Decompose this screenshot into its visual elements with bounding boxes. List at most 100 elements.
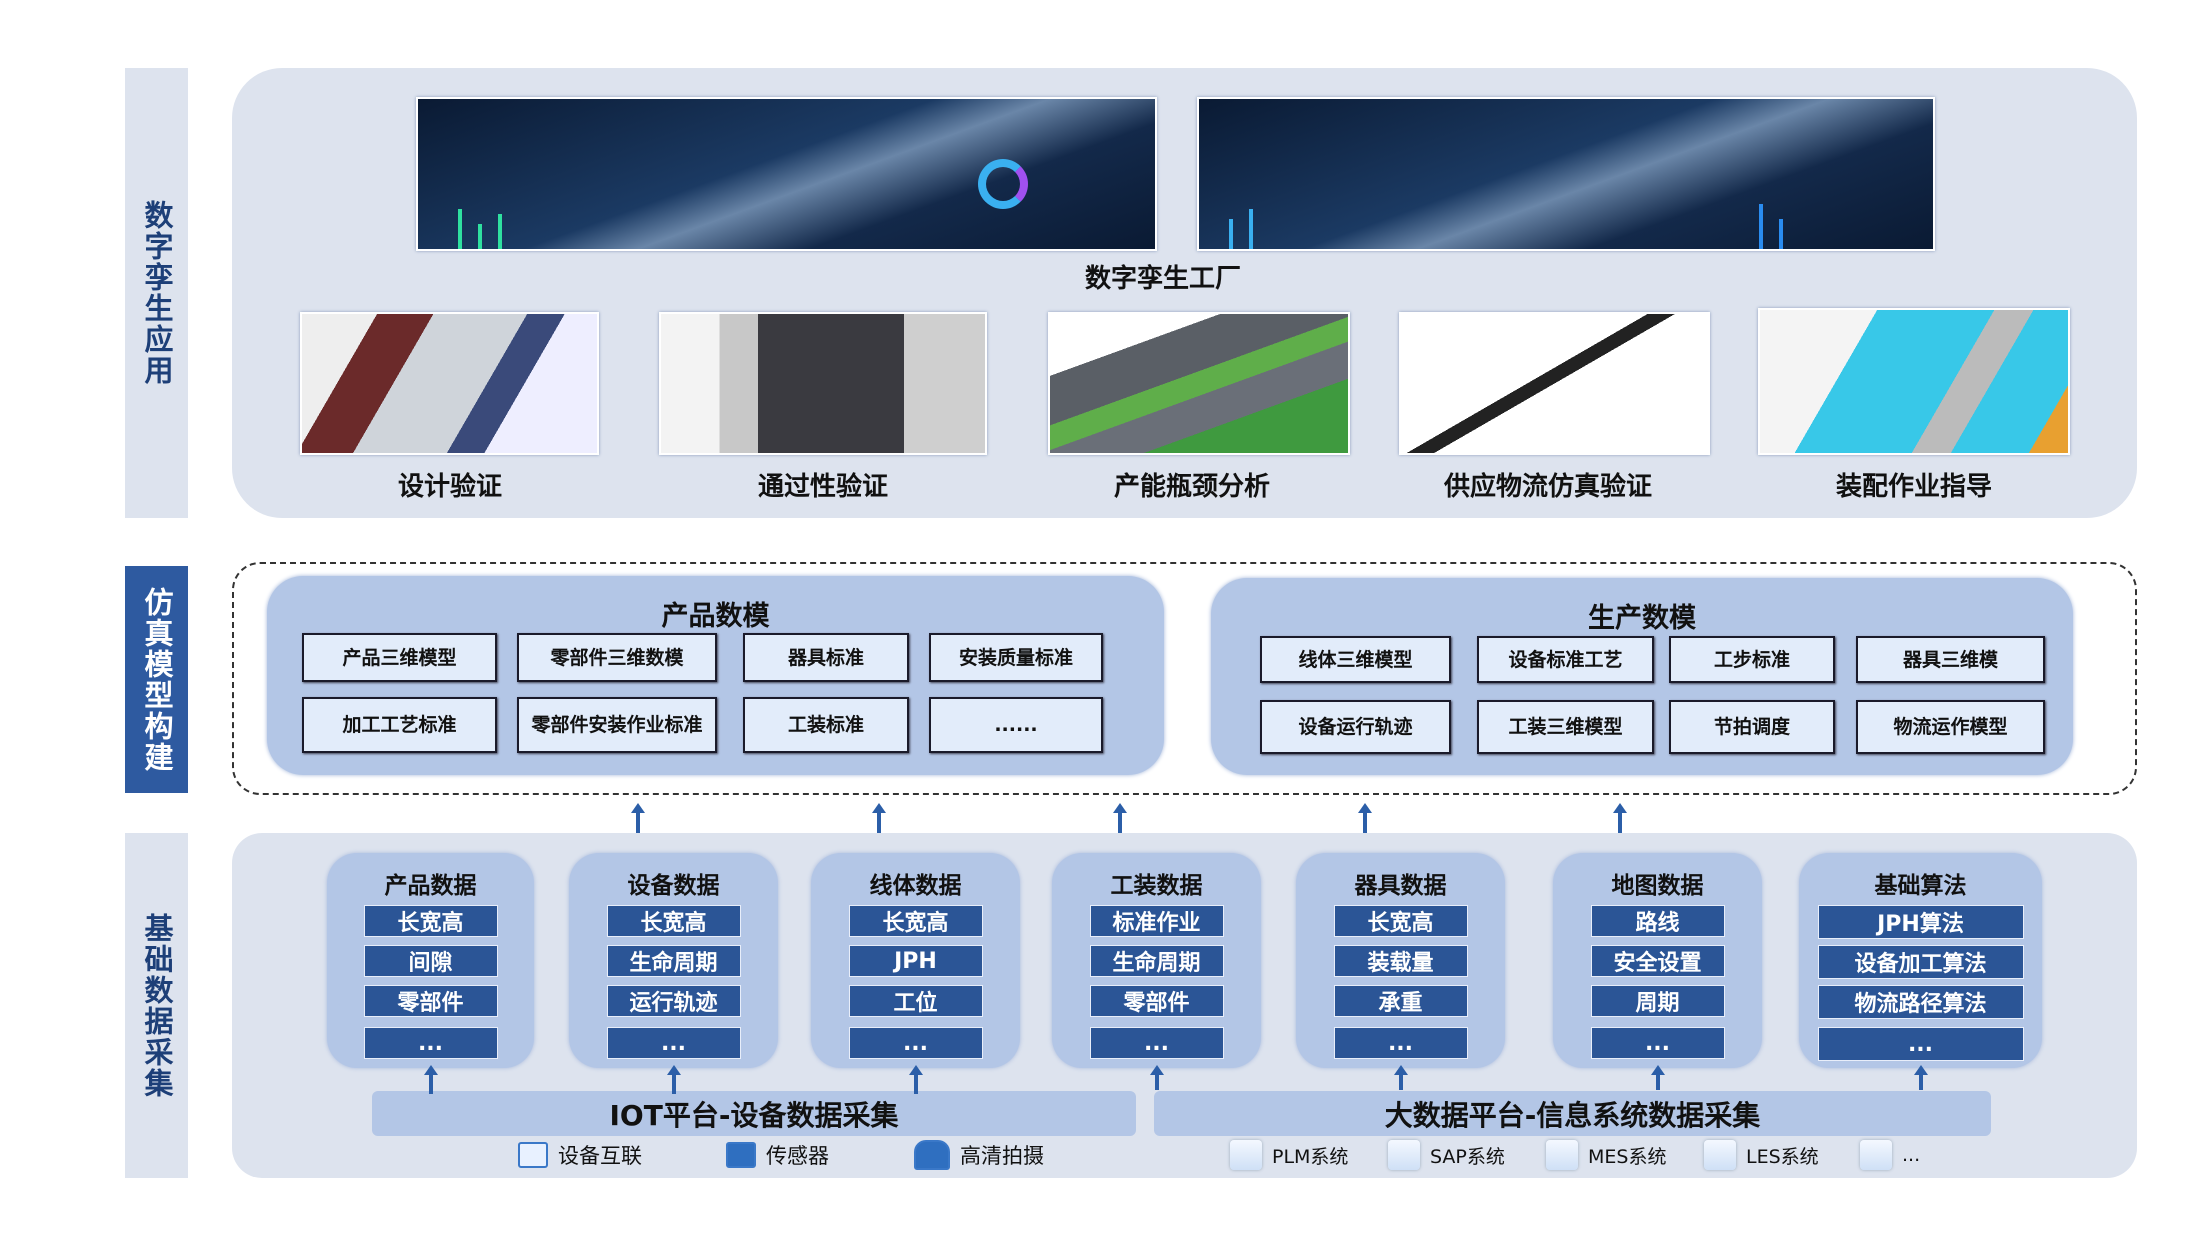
product-model-cell: 零部件安装作业标准 [517, 697, 717, 753]
data-item: ... [1089, 1027, 1224, 1059]
data-item: 设备加工算法 [1817, 945, 2024, 979]
up-arrow-icon [1113, 803, 1127, 838]
system-label: MES系统 [1588, 1145, 1667, 1168]
data-column: 工装数据标准作业生命周期零部件... [1052, 853, 1261, 1068]
source-hd-camera: 高清拍摄 [914, 1140, 1044, 1170]
production-model-cell: 器具三维模 [1856, 636, 2045, 683]
data-item: 标准作业 [1089, 905, 1224, 937]
product-model-title: 产品数模 [661, 601, 770, 632]
data-item: 路线 [1590, 905, 1725, 937]
product-model-cell: 安装质量标准 [929, 633, 1103, 682]
production-model-title: 生产数模 [1588, 603, 1696, 634]
layer-label-data: 基础数据采集 [125, 833, 188, 1178]
data-item: 承重 [1333, 985, 1468, 1017]
data-item: 运行轨迹 [606, 985, 741, 1017]
data-item: 周期 [1590, 985, 1725, 1017]
data-item: 零部件 [363, 985, 498, 1017]
production-model-cell: 设备标准工艺 [1477, 636, 1654, 683]
up-arrow-icon [1149, 1065, 1164, 1090]
system-label: ... [1902, 1144, 1921, 1166]
data-item: ... [363, 1027, 498, 1059]
product-model-cell: 零部件三维数模 [517, 633, 717, 682]
logistics-simulation-image [1399, 312, 1710, 455]
up-arrow-icon [666, 1065, 681, 1094]
data-column-title: 基础算法 [1874, 873, 1967, 899]
data-item: 安全设置 [1590, 945, 1725, 977]
data-item: 工位 [848, 985, 983, 1017]
system-icon [1704, 1140, 1736, 1170]
system-source: ... [1860, 1140, 1920, 1170]
passability-verification-image [659, 312, 987, 455]
production-model-cell: 线体三维模型 [1260, 636, 1451, 683]
sensor-icon [726, 1142, 756, 1168]
data-column-title: 地图数据 [1611, 873, 1704, 899]
data-item: 间隙 [363, 945, 498, 977]
iot-platform-bar: IOT平台-设备数据采集 [372, 1091, 1136, 1136]
system-icon [1388, 1140, 1420, 1170]
case-label: 供应物流仿真验证 [1443, 472, 1653, 502]
data-item: JPH算法 [1817, 905, 2024, 939]
assembly-guidance-image [1758, 308, 2070, 455]
data-item: 生命周期 [606, 945, 741, 977]
layer-label-application: 数字孪生应用 [125, 68, 188, 518]
data-item: 长宽高 [363, 905, 498, 937]
source-label: 高清拍摄 [960, 1144, 1044, 1168]
factory-dashboard-image-1 [416, 97, 1157, 251]
production-model-cell: 工步标准 [1669, 636, 1835, 683]
case-label: 装配作业指导 [1835, 472, 1993, 502]
up-arrow-icon [1358, 803, 1372, 838]
production-model-cell: 物流运作模型 [1856, 700, 2045, 754]
data-item: 零部件 [1089, 985, 1224, 1017]
data-column: 产品数据长宽高间隙零部件... [327, 853, 534, 1068]
system-source: SAP系统 [1388, 1140, 1505, 1170]
data-item: 装载量 [1333, 945, 1468, 977]
data-item: ... [606, 1027, 741, 1059]
data-column: 器具数据长宽高装载量承重... [1296, 853, 1505, 1068]
up-arrow-icon [908, 1065, 923, 1094]
source-sensor: 传感器 [726, 1140, 829, 1170]
data-item: JPH [848, 945, 983, 977]
data-column: 地图数据路线安全设置周期... [1553, 853, 1762, 1068]
layer-label-model: 仿真模型构建 [125, 566, 188, 793]
source-label: 传感器 [766, 1144, 829, 1168]
system-label: SAP系统 [1430, 1145, 1505, 1168]
production-model-cell: 设备运行轨迹 [1260, 700, 1451, 754]
design-verification-image [300, 312, 599, 455]
data-column-title: 器具数据 [1354, 873, 1447, 899]
up-arrow-icon [872, 803, 886, 838]
hd-camera-icon [914, 1140, 950, 1170]
data-item: 长宽高 [848, 905, 983, 937]
data-column-title: 工装数据 [1110, 873, 1203, 899]
data-item: ... [1590, 1027, 1725, 1059]
system-icon [1546, 1140, 1578, 1170]
product-model-cell: 产品三维模型 [302, 633, 497, 682]
product-model-cell: 加工工艺标准 [302, 697, 497, 753]
factory-dashboard-image-2 [1197, 97, 1935, 251]
up-arrow-icon [1650, 1065, 1665, 1090]
data-item: ... [1333, 1027, 1468, 1059]
production-model-cell: 节拍调度 [1669, 700, 1835, 754]
production-model-cell: 工装三维模型 [1477, 700, 1654, 754]
capacity-bottleneck-image [1048, 312, 1350, 455]
product-model-cell: 器具标准 [743, 633, 909, 682]
up-arrow-icon [1393, 1065, 1408, 1090]
system-label: LES系统 [1746, 1145, 1819, 1168]
data-column: 基础算法 JPH算法设备加工算法物流路径算法... [1799, 853, 2042, 1068]
data-column-title: 设备数据 [627, 873, 720, 899]
device-link-icon [518, 1142, 548, 1168]
model-dashed-frame [232, 562, 2137, 795]
data-column-title: 线体数据 [869, 873, 962, 899]
case-label: 产能瓶颈分析 [1113, 472, 1271, 502]
data-item: ... [848, 1027, 983, 1059]
system-source: MES系统 [1546, 1140, 1666, 1170]
up-arrow-icon [1613, 803, 1627, 838]
up-arrow-icon [423, 1065, 438, 1094]
data-column: 设备数据长宽高生命周期运行轨迹... [569, 853, 778, 1068]
data-column-title: 产品数据 [384, 873, 477, 899]
data-item: 长宽高 [606, 905, 741, 937]
data-item: 物流路径算法 [1817, 985, 2024, 1019]
data-item: 生命周期 [1089, 945, 1224, 977]
bigdata-platform-bar: 大数据平台-信息系统数据采集 [1154, 1091, 1991, 1136]
data-item: ... [1817, 1027, 2024, 1061]
data-item: 长宽高 [1333, 905, 1468, 937]
